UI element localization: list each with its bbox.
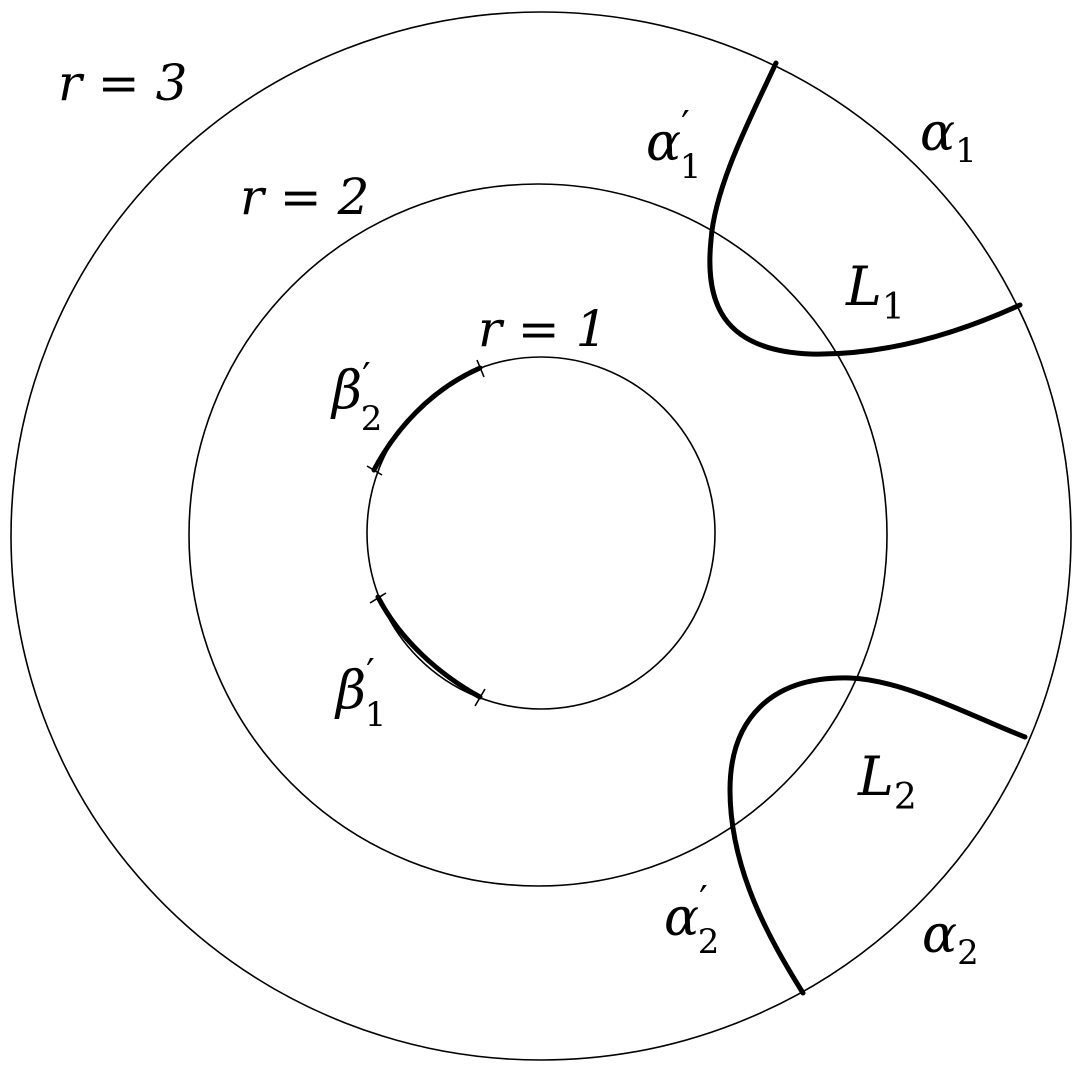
label-beta1-prime: β′1 — [334, 651, 386, 735]
label-alpha1-prime: α′1 — [646, 103, 701, 187]
curve-l1 — [707, 60, 1023, 357]
label-alpha1: α1 — [920, 103, 977, 171]
label-r1: r = 1 — [478, 300, 607, 358]
label-l2: L2 — [857, 745, 917, 818]
label-beta2-prime: β′2 — [330, 355, 382, 439]
label-r2: r = 2 — [240, 168, 369, 226]
arc-beta2-prime — [371, 365, 483, 473]
label-l1: L1 — [845, 255, 905, 328]
beta2-prime-tick-end — [476, 359, 485, 378]
beta1-prime-tick-end — [474, 688, 486, 707]
label-r3: r = 3 — [58, 54, 187, 112]
beta1-prime-tick-start — [369, 592, 387, 604]
circle-r1 — [366, 356, 716, 710]
arc-beta1-prime — [375, 594, 483, 700]
label-alpha2-prime: α′2 — [664, 878, 719, 962]
curve-l2 — [727, 675, 1028, 996]
label-alpha2: α2 — [922, 905, 979, 973]
circle-r2 — [188, 183, 888, 887]
beta2-prime-tick-start — [366, 465, 383, 476]
circle-r3 — [10, 11, 1072, 1061]
